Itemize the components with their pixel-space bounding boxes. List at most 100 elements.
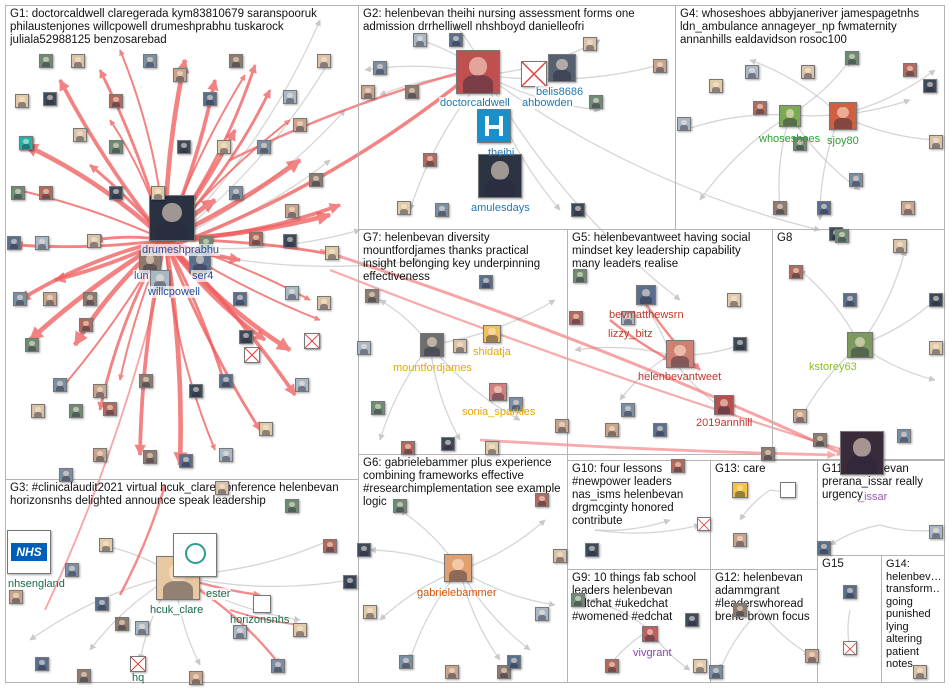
label-bevmatthewsrn[interactable]: bevmatthewsrn bbox=[609, 309, 684, 321]
avatar-helenbevantweet[interactable] bbox=[666, 340, 694, 368]
avatar-node-105[interactable] bbox=[371, 401, 385, 415]
avatar-node-142[interactable] bbox=[95, 597, 109, 611]
avatar-node-4[interactable] bbox=[71, 54, 85, 68]
avatar-node-121[interactable] bbox=[761, 447, 775, 461]
logo-theihi[interactable] bbox=[477, 109, 511, 143]
avatar-node-42[interactable] bbox=[219, 374, 233, 388]
avatar-node-83[interactable] bbox=[745, 65, 759, 79]
avatar-node-124[interactable] bbox=[893, 239, 907, 253]
avatar-node-80[interactable] bbox=[653, 59, 667, 73]
avatar-node-117[interactable] bbox=[733, 337, 747, 351]
label-willcpowell[interactable]: willcpowell bbox=[147, 286, 201, 298]
avatar-node-11[interactable] bbox=[229, 54, 243, 68]
avatar-node-173[interactable] bbox=[929, 525, 943, 539]
avatar-node-149[interactable] bbox=[271, 659, 285, 673]
avatar-node-57[interactable] bbox=[177, 140, 191, 154]
avatar-node-30[interactable] bbox=[43, 292, 57, 306]
avatar-node-23[interactable] bbox=[35, 236, 49, 250]
avatar-vivgrant[interactable] bbox=[642, 626, 658, 642]
avatar-node-51[interactable] bbox=[143, 450, 157, 464]
avatar-node-21[interactable] bbox=[309, 173, 323, 187]
label-horizonsnhs[interactable]: horizonsnhs bbox=[230, 614, 290, 626]
avatar-node-37[interactable] bbox=[239, 330, 253, 344]
avatar-amulesdays[interactable] bbox=[478, 154, 522, 198]
avatar-node-180[interactable] bbox=[805, 649, 819, 663]
avatar-node-132[interactable] bbox=[843, 293, 857, 307]
label-hq[interactable]: hq bbox=[132, 672, 145, 684]
avatar-shidatja[interactable] bbox=[483, 325, 501, 343]
avatar-node-10[interactable] bbox=[173, 68, 187, 82]
avatar-node-181[interactable] bbox=[733, 603, 747, 617]
avatar-node-49[interactable] bbox=[59, 468, 73, 482]
avatar-node-156[interactable] bbox=[535, 493, 549, 507]
avatar-node-175[interactable] bbox=[571, 593, 585, 607]
avatar-node-130[interactable] bbox=[793, 409, 807, 423]
avatar-node-9[interactable] bbox=[143, 54, 157, 68]
label-nhsengland[interactable]: nhsengland bbox=[8, 578, 65, 590]
avatar-node-16[interactable] bbox=[39, 186, 53, 200]
avatar-node-78[interactable] bbox=[397, 201, 411, 215]
avatar-node-108[interactable] bbox=[485, 441, 499, 455]
avatar-node-35[interactable] bbox=[25, 338, 39, 352]
node-x-placeholder-2[interactable] bbox=[244, 347, 260, 363]
avatar-node-24[interactable] bbox=[87, 234, 101, 248]
node-x-g15[interactable] bbox=[843, 641, 857, 655]
node-teal-logo[interactable] bbox=[19, 136, 33, 150]
avatar-node-120[interactable] bbox=[605, 423, 619, 437]
avatar-node-116[interactable] bbox=[569, 311, 583, 325]
avatar-node-15[interactable] bbox=[11, 186, 25, 200]
label-helenbevantweet[interactable]: helenbevantweet bbox=[638, 371, 722, 383]
avatar-node-52[interactable] bbox=[179, 454, 193, 468]
avatar-node-48[interactable] bbox=[259, 422, 273, 436]
avatar-node-6[interactable] bbox=[109, 94, 123, 108]
label-gabrielebammer[interactable]: gabrielebammer bbox=[417, 587, 497, 599]
label-ester[interactable]: ester bbox=[205, 588, 232, 600]
avatar-node-45[interactable] bbox=[69, 404, 83, 418]
label-amulesdays[interactable]: amulesdays bbox=[471, 202, 530, 214]
avatar-belis8686[interactable] bbox=[548, 54, 576, 82]
avatar-node-22[interactable] bbox=[7, 236, 21, 250]
avatar-node-50[interactable] bbox=[93, 448, 107, 462]
avatar-node-92[interactable] bbox=[817, 201, 831, 215]
avatar-node-95[interactable] bbox=[793, 137, 807, 151]
avatar-node-43[interactable] bbox=[295, 378, 309, 392]
label-doctorcaldwell[interactable]: doctorcaldwell bbox=[439, 97, 511, 109]
avatar-node-147[interactable] bbox=[343, 575, 357, 589]
avatar-drumeshprabhu[interactable] bbox=[149, 195, 195, 241]
avatar-node-70[interactable] bbox=[361, 85, 375, 99]
avatar-node-160[interactable] bbox=[445, 665, 459, 679]
avatar-node-138[interactable] bbox=[99, 538, 113, 552]
avatar-node-131[interactable] bbox=[813, 433, 827, 447]
node-hq[interactable] bbox=[130, 656, 146, 672]
avatar-node-176[interactable] bbox=[605, 659, 619, 673]
label-theihi[interactable]: theihi bbox=[488, 147, 515, 159]
avatar-node-128[interactable] bbox=[929, 341, 943, 355]
avatar-node-14[interactable] bbox=[317, 54, 331, 68]
avatar-node-8[interactable] bbox=[15, 94, 29, 108]
avatar-node-159[interactable] bbox=[399, 655, 413, 669]
avatar-node-148[interactable] bbox=[293, 623, 307, 637]
node-x-g10[interactable] bbox=[697, 517, 711, 531]
avatar-node-18[interactable] bbox=[151, 186, 165, 200]
node-x-placeholder-3[interactable] bbox=[521, 61, 547, 87]
avatar-node-127[interactable] bbox=[929, 293, 943, 307]
avatar-node-179[interactable] bbox=[709, 665, 723, 679]
avatar-sjoy80[interactable] bbox=[829, 102, 857, 130]
avatar-node-12[interactable] bbox=[203, 92, 217, 106]
avatar-node-172[interactable] bbox=[817, 541, 831, 555]
avatar-node-55[interactable] bbox=[109, 140, 123, 154]
avatar-node-89[interactable] bbox=[849, 173, 863, 187]
avatar-node-145[interactable] bbox=[285, 499, 299, 513]
avatar-node-7[interactable] bbox=[43, 92, 57, 106]
avatar-node-146[interactable] bbox=[323, 539, 337, 553]
avatar-node-26[interactable] bbox=[249, 232, 263, 246]
avatar-kstorey63[interactable] bbox=[847, 332, 873, 358]
avatar-node-74[interactable] bbox=[583, 37, 597, 51]
avatar-node-34[interactable] bbox=[317, 296, 331, 310]
avatar-sonia-sparkles[interactable] bbox=[489, 383, 507, 401]
avatar-node-96[interactable] bbox=[753, 101, 767, 115]
logo-ester[interactable] bbox=[173, 533, 217, 577]
label-vivgrant[interactable]: vivgrant bbox=[633, 647, 672, 659]
avatar-node-139[interactable] bbox=[65, 563, 79, 577]
avatar-node-184[interactable] bbox=[913, 665, 927, 679]
